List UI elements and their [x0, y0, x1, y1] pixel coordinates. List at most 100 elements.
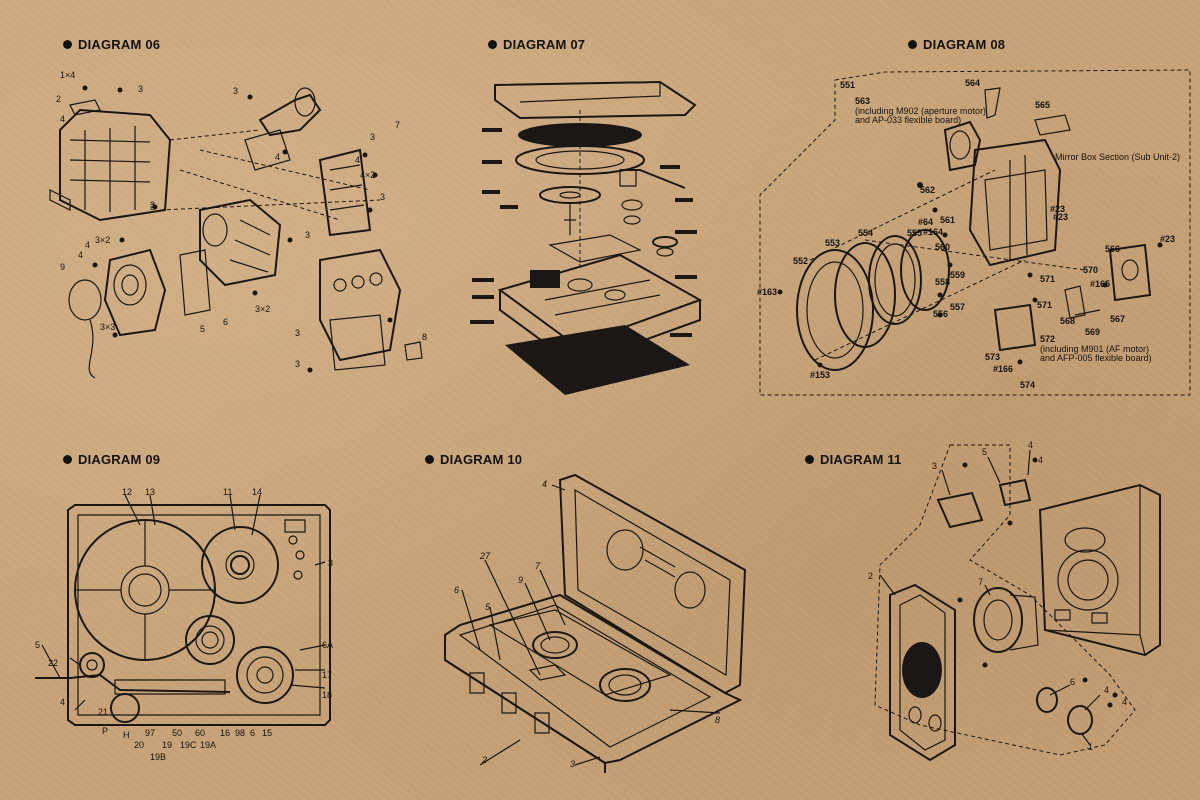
heading-diagram-11: DIAGRAM 11: [805, 452, 901, 467]
callout: 20: [134, 740, 144, 750]
callout: 573: [985, 352, 1000, 362]
callout: 12: [122, 487, 132, 497]
callout: 6: [223, 317, 228, 327]
diagram-07-turntable-exploded-view: [470, 70, 720, 395]
bullet-dot: [425, 455, 434, 464]
callout: 558: [935, 277, 950, 287]
callout: 567: [1110, 314, 1125, 324]
callout: 21: [98, 707, 108, 717]
callout: 3×2: [95, 235, 110, 245]
callout: 565: [1035, 100, 1050, 110]
callout: 1: [1088, 742, 1093, 752]
callout: 7: [395, 120, 400, 130]
callout: 557: [950, 302, 965, 312]
heading-label: DIAGRAM 10: [440, 452, 523, 467]
heading-diagram-09: DIAGRAM 09: [63, 452, 160, 467]
callout: 5: [982, 447, 987, 457]
callout: #166: [993, 364, 1013, 374]
note-label: 572: [1040, 334, 1055, 344]
callout: 17: [322, 670, 332, 680]
callout: #163: [757, 287, 777, 297]
note-desc: (including M901 (AF motor): [1040, 344, 1149, 354]
callout: 15: [262, 728, 272, 738]
callout: 2: [481, 755, 487, 765]
callout: 4: [60, 114, 65, 124]
callout: 6A: [322, 640, 333, 650]
callout: 3: [380, 192, 385, 202]
diagram-08-camera-lens-mount-exploded-view: 563 (including M902 (aperture motor) and…: [757, 60, 1195, 400]
callout: 1×4: [60, 70, 75, 80]
callout: 19: [162, 740, 172, 750]
callout: 2: [56, 94, 61, 104]
callout: 98: [235, 728, 245, 738]
callout: 574: [1020, 380, 1035, 390]
bullet-dot: [908, 40, 917, 49]
callout: 4: [355, 155, 360, 165]
callout: 554: [858, 228, 873, 238]
bullet-dot: [63, 455, 72, 464]
heading-diagram-08: DIAGRAM 08: [908, 37, 1005, 52]
callout: #23: [1050, 204, 1065, 214]
callout: 4: [60, 697, 65, 707]
callout: 551: [840, 80, 855, 90]
callout: 4: [1038, 455, 1043, 465]
callout: #165: [1090, 279, 1110, 289]
callout: 3: [328, 558, 333, 568]
callout: 50: [172, 728, 182, 738]
bullet-dot: [488, 40, 497, 49]
callout: 4: [85, 240, 90, 250]
callout: 9: [518, 575, 523, 585]
callout: 559: [950, 270, 965, 280]
callout: 4: [275, 152, 280, 162]
diagram-06-camcorder-exploded-view: 1×4 2 3 3 3 3 4 4 4 4 4×2 7 3 3×2 4 9 5 …: [40, 70, 427, 390]
callout: 19B: [150, 752, 166, 762]
callout: 4: [1122, 697, 1127, 707]
bullet-dot: [63, 40, 72, 49]
callout: 3×2: [255, 304, 270, 314]
callout: 3: [150, 200, 155, 210]
callout: 18: [322, 690, 332, 700]
callout: 2: [868, 571, 873, 581]
callout: 561: [940, 215, 955, 225]
callout: 19C: [180, 740, 197, 750]
callout: 5: [485, 602, 491, 612]
callout: 6: [1070, 677, 1075, 687]
callout: 4: [1104, 685, 1109, 695]
callout: 3×3: [100, 322, 115, 332]
diagram-10-cassette-case-exploded-view: 4 27 9 7 6 5 8 2 3: [440, 475, 760, 775]
callout: #23: [1053, 212, 1068, 222]
callout: 8: [422, 332, 427, 342]
diagram-09-tape-cassette-mechanism: 12 13 11 14 3 5 22 4 6A 17 18 21 P H 97 …: [35, 487, 333, 762]
callout: 4×2: [360, 170, 375, 180]
note-desc: and AP-033 flexible board): [855, 115, 961, 125]
callout: 9: [60, 262, 65, 272]
callout: 6: [454, 585, 459, 595]
heading-diagram-07: DIAGRAM 07: [488, 37, 585, 52]
callout: 3: [570, 759, 575, 769]
mirror-box-note: Mirror Box Section (Sub Unit-2): [1055, 152, 1180, 162]
callout: 5: [200, 324, 205, 334]
callout: 19A: [200, 740, 216, 750]
callout: 8: [715, 715, 720, 725]
heading-diagram-10: DIAGRAM 10: [425, 452, 522, 467]
callout: 3: [932, 461, 937, 471]
callout: 570: [1083, 265, 1098, 275]
callout: 13: [145, 487, 155, 497]
callout: P: [102, 726, 108, 736]
callout: 4: [1028, 440, 1033, 450]
callout: 97: [145, 728, 155, 738]
callout: 5: [35, 640, 40, 650]
heading-label: DIAGRAM 08: [923, 37, 1006, 52]
callout: 564: [965, 78, 980, 88]
callout: 3: [370, 132, 375, 142]
heading-diagram-06: DIAGRAM 06: [63, 37, 160, 52]
callout: 7: [978, 577, 983, 587]
callout: #164: [923, 227, 943, 237]
callout: 3: [305, 230, 310, 240]
callout: 27: [479, 551, 491, 561]
heading-label: DIAGRAM 07: [503, 37, 586, 52]
callout: 571: [1040, 274, 1055, 284]
callout: 4: [542, 479, 547, 489]
callout: 16: [220, 728, 230, 738]
callout: 3: [295, 328, 300, 338]
